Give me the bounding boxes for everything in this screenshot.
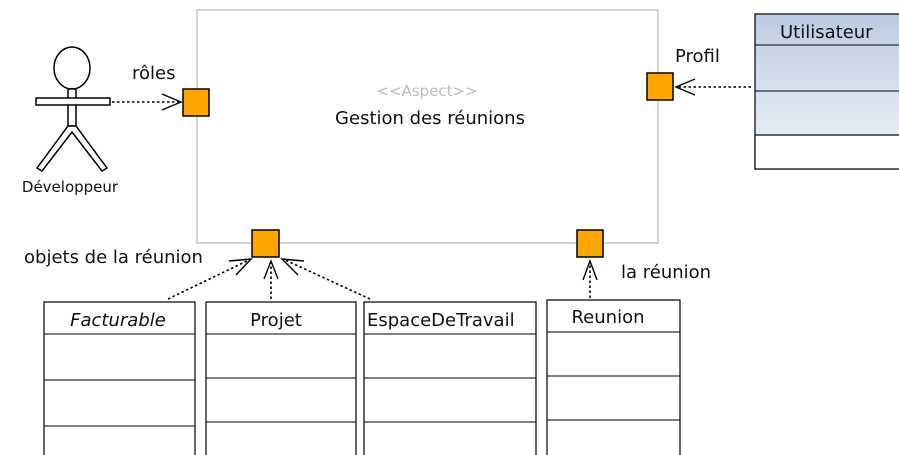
class-espace-de-travail[interactable]: EspaceDeTravail xyxy=(363,301,537,455)
dependency-utilisateur-profil xyxy=(674,78,751,96)
class-espace-name: EspaceDeTravail xyxy=(367,310,515,331)
port-objets-reunion[interactable] xyxy=(251,229,280,258)
dependency-espace-objets xyxy=(280,258,371,300)
aspect-title: Gestion des réunions xyxy=(335,108,525,129)
aspect-stereotype: <<Aspect>> xyxy=(376,82,477,100)
label-roles: rôles xyxy=(132,63,175,84)
class-facturable-name: Facturable xyxy=(70,310,166,331)
class-projet-name: Projet xyxy=(250,310,302,331)
class-utilisateur-name: Utilisateur xyxy=(780,22,873,43)
class-utilisateur[interactable]: Utilisateur xyxy=(754,13,899,170)
stick-figure-icon xyxy=(35,46,111,172)
aspect-box[interactable] xyxy=(196,9,659,244)
label-profil: Profil xyxy=(675,46,720,67)
class-reunion[interactable]: Reunion xyxy=(546,299,681,455)
dependency-projet-objets xyxy=(263,259,279,299)
class-facturable[interactable]: Facturable xyxy=(43,301,196,455)
class-projet[interactable]: Projet xyxy=(205,301,357,455)
dependency-facturable-objets xyxy=(167,258,253,300)
aspect-component[interactable]: <<Aspect>> Gestion des réunions xyxy=(196,9,659,244)
actor-label: Développeur xyxy=(22,178,119,196)
port-profil[interactable] xyxy=(646,72,674,101)
label-la-reunion: la réunion xyxy=(621,262,711,283)
class-reunion-name: Reunion xyxy=(571,307,644,328)
label-objets-reunion: objets de la réunion xyxy=(24,247,203,268)
dependency-reunion-port xyxy=(582,258,598,298)
port-la-reunion[interactable] xyxy=(576,229,604,258)
port-roles[interactable] xyxy=(182,88,210,117)
actor-developpeur[interactable]: Développeur xyxy=(22,46,119,196)
dependency-actor-roles xyxy=(112,93,183,111)
